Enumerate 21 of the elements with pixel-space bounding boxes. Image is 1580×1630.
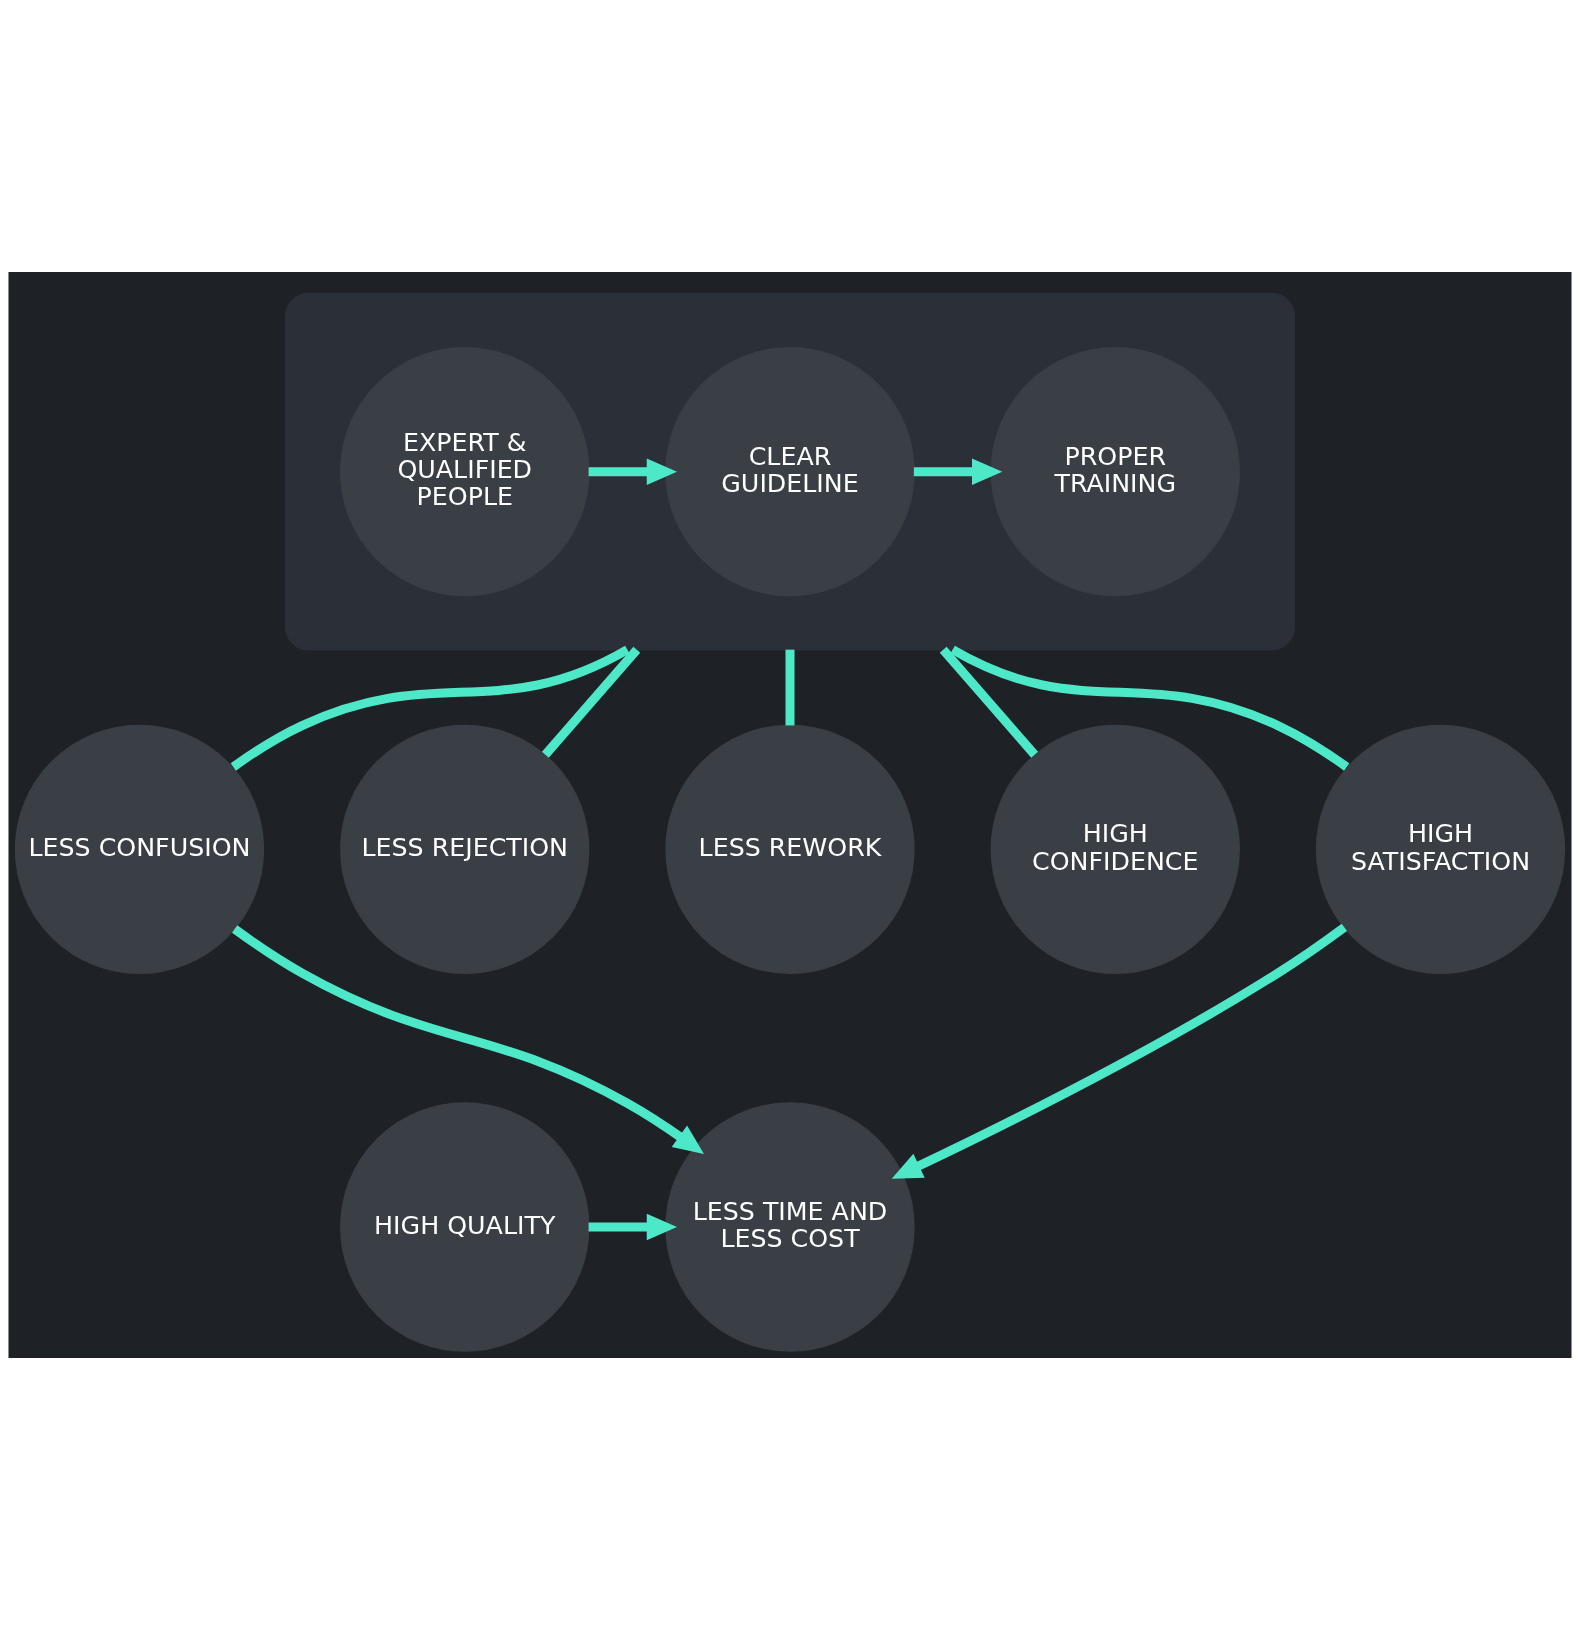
arrow	[913, 458, 1003, 485]
connector	[785, 649, 795, 726]
arrow	[891, 923, 1348, 1179]
node-circle: HIGH QUALITY	[340, 1102, 590, 1352]
arrow	[588, 458, 677, 485]
connector	[541, 646, 641, 758]
node-circle: PROPER TRAINING	[990, 347, 1240, 597]
cluster	[284, 292, 1296, 651]
connector	[950, 645, 1350, 771]
node-circle: LESS TIME AND LESS COST	[665, 1102, 915, 1352]
node-circle: LESS REJECTION	[340, 724, 590, 974]
arrow	[232, 925, 704, 1154]
node-circle: CLEAR GUIDELINE	[665, 347, 915, 597]
connector	[230, 645, 630, 771]
node-circle: HIGH SATISFACTION	[1315, 724, 1566, 974]
node-circle: HIGH CONFIDENCE	[990, 724, 1240, 974]
arrow	[588, 1213, 677, 1241]
connector	[939, 646, 1039, 758]
node-circle: EXPERT & QUALIFIED PEOPLE	[340, 347, 590, 597]
node-circle: LESS REWORK	[665, 724, 915, 974]
node-circle: LESS CONFUSION	[14, 724, 265, 974]
